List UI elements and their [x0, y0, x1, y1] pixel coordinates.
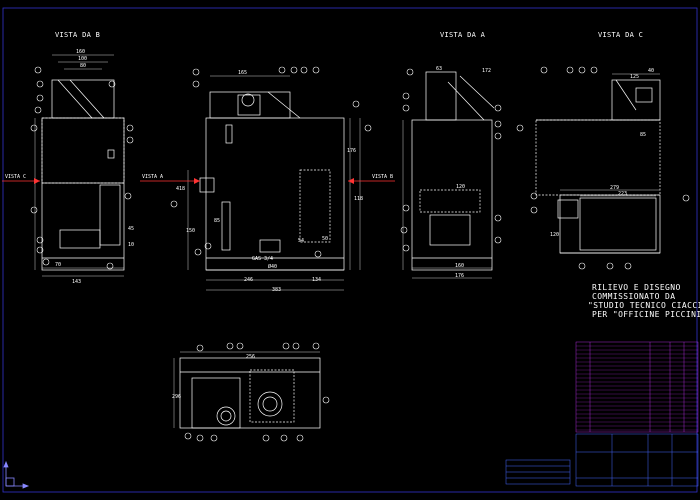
arrow-label-b: VISTA B [372, 174, 393, 180]
title-block [575, 433, 699, 487]
dim-160: 160 [76, 49, 85, 55]
arrow-vista-c [2, 178, 40, 184]
dim-d40: Ø40 [268, 263, 277, 270]
note-line-4: PER "OFFICINE PICCINI" [592, 310, 700, 319]
dim-10: 10 [128, 242, 134, 248]
dim-150: 150 [186, 228, 195, 234]
dim-54: 54 [298, 238, 304, 244]
ucs-axis-icon [3, 460, 30, 489]
dim-165: 165 [238, 70, 247, 76]
dim-gas: GAS 3/4 [252, 256, 273, 262]
dim-223: 223 [618, 191, 627, 197]
dim-85b: 85 [640, 132, 646, 138]
plan-view [173, 351, 321, 429]
arrow-label-a: VISTA A [142, 174, 163, 180]
dim-50: 50 [322, 236, 328, 242]
dim-80: 80 [80, 63, 86, 69]
dim-296: 296 [172, 394, 181, 400]
view-c [535, 73, 661, 254]
arrow-vista-a [140, 178, 200, 184]
view-title-b: VISTA DA B [55, 31, 100, 39]
dim-176b: 176 [455, 273, 464, 279]
parts-table-rows [576, 345, 698, 431]
view-a-side [402, 71, 495, 279]
dim-246: 246 [244, 277, 253, 283]
dim-125: 125 [630, 74, 639, 80]
dim-279: 279 [610, 185, 619, 191]
dim-143: 143 [72, 279, 81, 285]
dim-256: 256 [246, 354, 255, 360]
parts-table [575, 341, 699, 433]
dim-45: 45 [128, 226, 134, 232]
dim-383: 383 [272, 287, 281, 293]
revision-box [505, 459, 571, 485]
dim-40: 40 [648, 68, 654, 74]
view-a-main [187, 75, 361, 291]
dim-118: 118 [354, 196, 363, 202]
dim-418: 418 [176, 186, 185, 192]
dim-160b: 160 [455, 263, 464, 269]
note-line-3: "STUDIO TECNICO CIACCI" [588, 301, 700, 310]
dim-134: 134 [312, 277, 321, 283]
dim-120: 120 [456, 184, 465, 190]
arrow-label-c: VISTA C [5, 174, 26, 180]
dim-176: 176 [347, 148, 356, 154]
note-line-1: RILIEVO E DISEGNO [592, 283, 681, 292]
view-title-a: VISTA DA A [440, 31, 486, 39]
arrow-vista-b [348, 178, 395, 184]
dim-63: 63 [436, 66, 442, 72]
view-b [34, 54, 125, 277]
dim-100: 100 [78, 56, 87, 62]
balloons [30, 66, 690, 442]
dim-172: 172 [482, 68, 491, 74]
dim-120c: 120 [550, 232, 559, 238]
note-line-2: COMMISSIONATO DA [592, 292, 675, 301]
dim-70: 70 [55, 262, 61, 268]
view-title-c: VISTA DA C [598, 31, 643, 39]
dim-85: 85 [214, 218, 220, 224]
drawing-border [2, 7, 698, 493]
